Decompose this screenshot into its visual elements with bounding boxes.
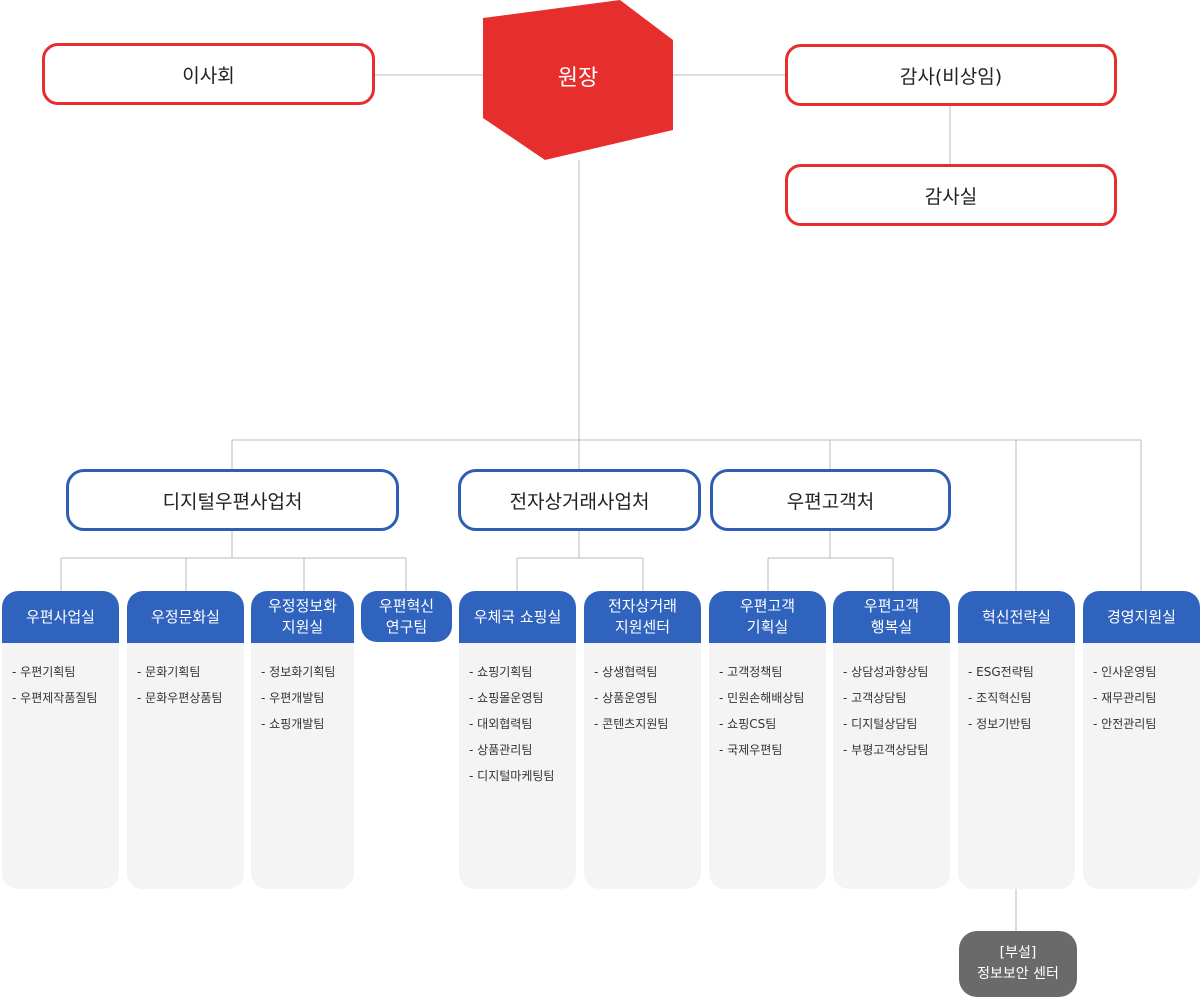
dept-customer-happiness[interactable]: 우편고객 행복실 상담성과향상팀 고객상담팀 디지털상담팀 부평고객상담팀 bbox=[833, 591, 950, 889]
team-item: 우편기획팀 bbox=[12, 659, 119, 685]
dept-title-line: 지원센터 bbox=[614, 618, 671, 636]
team-list: 쇼핑기획팀 쇼핑몰운영팀 대외협력팀 상품관리팀 디지털마케팅팀 bbox=[459, 643, 576, 789]
division-label: 전자상거래사업처 bbox=[509, 490, 650, 513]
team-item: 국제우편팀 bbox=[719, 737, 826, 763]
team-item: 우편제작품질팀 bbox=[12, 685, 119, 711]
team-item: 민원손해배상팀 bbox=[719, 685, 826, 711]
dept-customer-planning[interactable]: 우편고객 기획실 고객정책팀 민원손해배상팀 쇼핑CS팀 국제우편팀 bbox=[709, 591, 826, 889]
team-item: 고객정책팀 bbox=[719, 659, 826, 685]
division-customer[interactable]: 우편고객처 bbox=[710, 469, 951, 531]
dept-postal-innovation-research[interactable]: 우편혁신 연구팀 bbox=[361, 591, 452, 642]
dept-title: 우편사업실 bbox=[2, 591, 119, 643]
team-item: 안전관리팀 bbox=[1093, 711, 1200, 737]
dept-management-support[interactable]: 경영지원실 인사운영팀 재무관리팀 안전관리팀 bbox=[1083, 591, 1200, 889]
team-item: 부평고객상담팀 bbox=[843, 737, 950, 763]
dept-title-line: 행복실 bbox=[870, 618, 913, 636]
team-item: 상담성과향상팀 bbox=[843, 659, 950, 685]
dept-title: 우편고객 행복실 bbox=[833, 591, 950, 643]
division-label: 디지털우편사업처 bbox=[162, 490, 303, 513]
dept-postal-culture[interactable]: 우정문화실 문화기획팀 문화우편상품팀 bbox=[127, 591, 244, 889]
division-digital-postal[interactable]: 디지털우편사업처 bbox=[66, 469, 399, 531]
board-box[interactable]: 이사회 bbox=[42, 43, 375, 105]
division-ecommerce[interactable]: 전자상거래사업처 bbox=[458, 469, 701, 531]
team-item: 쇼핑CS팀 bbox=[719, 711, 826, 737]
team-item: 정보화기획팀 bbox=[261, 659, 354, 685]
annex-security-center[interactable]: [부설] 정보보안 센터 bbox=[959, 931, 1077, 997]
team-item: 조직혁신팀 bbox=[968, 685, 1075, 711]
team-item: 콘텐츠지원팀 bbox=[594, 711, 701, 737]
dept-title-line: 연구팀 bbox=[385, 617, 428, 636]
team-item: 인사운영팀 bbox=[1093, 659, 1200, 685]
audit-office-label: 감사실 bbox=[924, 185, 978, 208]
division-label: 우편고객처 bbox=[786, 490, 875, 513]
chief-label[interactable]: 원장 bbox=[557, 66, 599, 91]
team-item: 상생협력팀 bbox=[594, 659, 701, 685]
team-item: 대외협력팀 bbox=[469, 711, 576, 737]
team-list: 고객정책팀 민원손해배상팀 쇼핑CS팀 국제우편팀 bbox=[709, 643, 826, 763]
dept-title: 전자상거래 지원센터 bbox=[584, 591, 701, 643]
dept-title-line: 우편혁신 bbox=[378, 596, 435, 615]
team-list: 정보화기획팀 우편개발팀 쇼핑개발팀 bbox=[251, 643, 354, 737]
team-item: 디지털마케팅팀 bbox=[469, 763, 576, 789]
team-item: 재무관리팀 bbox=[1093, 685, 1200, 711]
team-item: 고객상담팀 bbox=[843, 685, 950, 711]
team-item: 디지털상담팀 bbox=[843, 711, 950, 737]
auditor-label: 감사(비상임) bbox=[899, 65, 1003, 88]
dept-title-line: 우편고객 bbox=[863, 597, 920, 615]
team-item: 상품운영팀 bbox=[594, 685, 701, 711]
team-list: 인사운영팀 재무관리팀 안전관리팀 bbox=[1083, 643, 1200, 737]
dept-title-line: 지원실 bbox=[281, 618, 324, 636]
annex-line: [부설] bbox=[999, 945, 1037, 961]
team-item: 상품관리팀 bbox=[469, 737, 576, 763]
team-list: 문화기획팀 문화우편상품팀 bbox=[127, 643, 244, 711]
team-item: 쇼핑몰운영팀 bbox=[469, 685, 576, 711]
team-list: 상생협력팀 상품운영팀 콘텐츠지원팀 bbox=[584, 643, 701, 737]
team-item: 문화기획팀 bbox=[137, 659, 244, 685]
team-item: ESG전략팀 bbox=[968, 659, 1075, 685]
dept-title-line: 전자상거래 bbox=[607, 597, 677, 615]
dept-title-line: 우편고객 bbox=[739, 597, 796, 615]
annex-line: 정보보안 센터 bbox=[977, 966, 1059, 982]
dept-title: 경영지원실 bbox=[1083, 591, 1200, 643]
dept-title: 우편고객 기획실 bbox=[709, 591, 826, 643]
dept-title: 혁신전략실 bbox=[958, 591, 1075, 643]
team-list: ESG전략팀 조직혁신팀 정보기반팀 bbox=[958, 643, 1075, 737]
dept-postal-it-support[interactable]: 우정정보화 지원실 정보화기획팀 우편개발팀 쇼핑개발팀 bbox=[251, 591, 354, 889]
audit-office-box[interactable]: 감사실 bbox=[785, 164, 1117, 226]
dept-title: 우정정보화 지원실 bbox=[251, 591, 354, 643]
dept-innovation-strategy[interactable]: 혁신전략실 ESG전략팀 조직혁신팀 정보기반팀 bbox=[958, 591, 1075, 889]
dept-title: 우정문화실 bbox=[127, 591, 244, 643]
team-item: 문화우편상품팀 bbox=[137, 685, 244, 711]
team-item: 쇼핑기획팀 bbox=[469, 659, 576, 685]
team-item: 쇼핑개발팀 bbox=[261, 711, 354, 737]
team-item: 우편개발팀 bbox=[261, 685, 354, 711]
dept-post-shopping[interactable]: 우체국 쇼핑실 쇼핑기획팀 쇼핑몰운영팀 대외협력팀 상품관리팀 디지털마케팅팀 bbox=[459, 591, 576, 889]
chief-hexagon bbox=[483, 0, 673, 160]
team-list: 상담성과향상팀 고객상담팀 디지털상담팀 부평고객상담팀 bbox=[833, 643, 950, 763]
team-list: 우편기획팀 우편제작품질팀 bbox=[2, 643, 119, 711]
board-label: 이사회 bbox=[182, 64, 235, 87]
dept-ecommerce-support-center[interactable]: 전자상거래 지원센터 상생협력팀 상품운영팀 콘텐츠지원팀 bbox=[584, 591, 701, 889]
dept-title: 우체국 쇼핑실 bbox=[459, 591, 576, 643]
auditor-box[interactable]: 감사(비상임) bbox=[785, 44, 1117, 106]
dept-title-line: 기획실 bbox=[746, 618, 789, 636]
dept-postal-business[interactable]: 우편사업실 우편기획팀 우편제작품질팀 bbox=[2, 591, 119, 889]
team-item: 정보기반팀 bbox=[968, 711, 1075, 737]
dept-title-line: 우정정보화 bbox=[267, 597, 337, 615]
